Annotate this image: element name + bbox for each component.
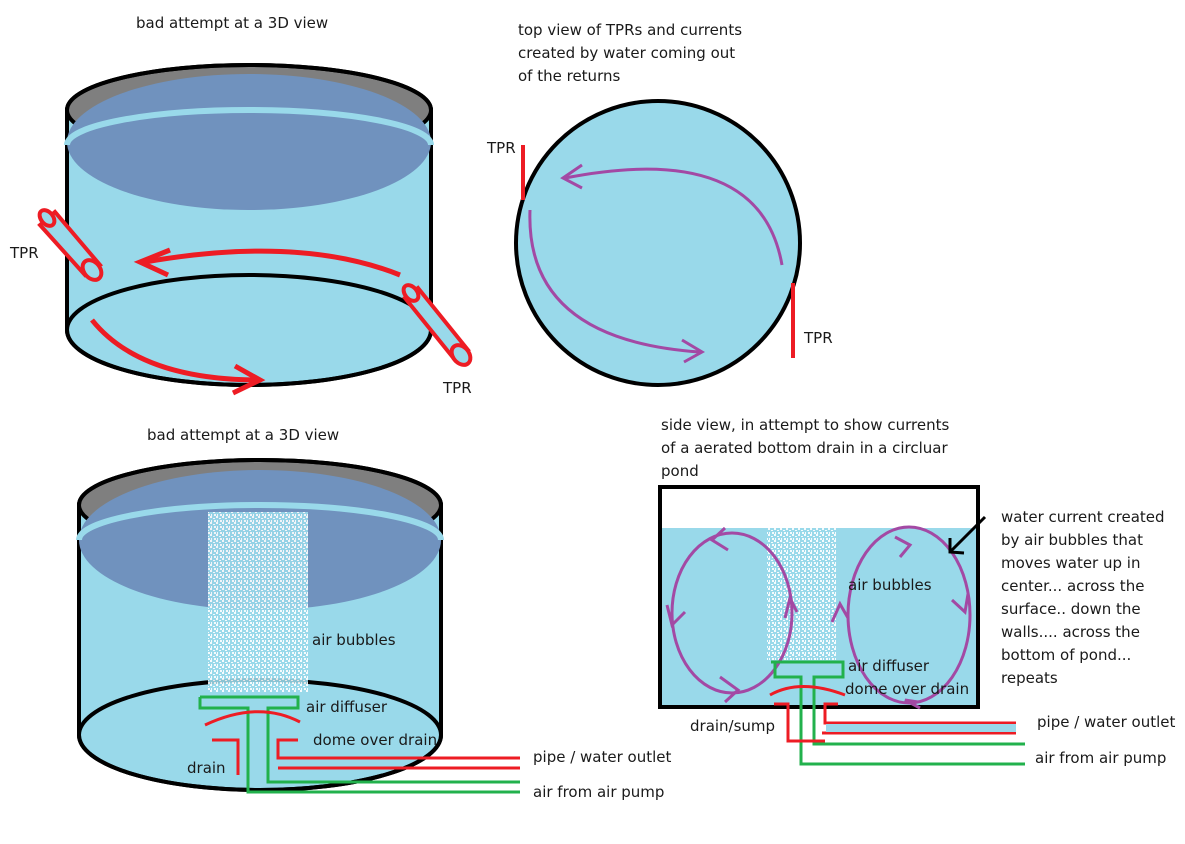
note-8: repeats	[1001, 669, 1058, 687]
label-air-diffuser: air diffuser	[306, 698, 388, 716]
side-view: side view, in attempt to show currents o…	[658, 416, 1175, 767]
label-drain: drain	[187, 759, 226, 777]
tpr-label-right: TPR	[442, 379, 472, 397]
note-6: walls.... across the	[1001, 623, 1140, 641]
label-pipe: pipe / water outlet	[533, 748, 671, 766]
diffuser-and-drain	[198, 695, 520, 794]
air-bubbles-column-side	[767, 528, 837, 660]
tpr-label-bottom: TPR	[803, 329, 833, 347]
tank-3d-drain: bad attempt at a 3D view air bubbles air…	[76, 426, 671, 801]
panel3-title: bad attempt at a 3D view	[147, 426, 339, 444]
tpr-pipe-right	[401, 283, 473, 367]
side-label-dome: dome over drain	[845, 680, 969, 698]
note-3: moves water up in	[1001, 554, 1140, 572]
current-arrows-top	[528, 163, 784, 364]
tank-3d-tpr: bad attempt at a 3D view TPR TPR	[9, 14, 473, 397]
side-title-2: of a aerated bottom drain in a circluar	[661, 439, 948, 457]
air-bubbles-column	[208, 512, 308, 692]
top-view-title-3: of the returns	[518, 67, 620, 85]
note-4: center... across the	[1001, 577, 1144, 595]
top-view-title-1: top view of TPRs and currents	[518, 21, 742, 39]
top-view-title-2: created by water coming out	[518, 44, 735, 62]
label-air: air from air pump	[533, 783, 664, 801]
label-dome: dome over drain	[313, 731, 437, 749]
side-label-air-bubbles: air bubbles	[848, 576, 932, 594]
note-7: bottom of pond...	[1001, 646, 1131, 664]
side-label-air-diffuser: air diffuser	[848, 657, 930, 675]
side-title-1: side view, in attempt to show currents	[661, 416, 949, 434]
panel1-title: bad attempt at a 3D view	[136, 14, 328, 32]
tpr-label-top: TPR	[486, 139, 516, 157]
side-diffuser-and-drain	[769, 660, 1025, 766]
current-loops	[665, 525, 972, 710]
tpr-label-left: TPR	[9, 244, 39, 262]
label-air-bubbles: air bubbles	[312, 631, 396, 649]
arrow-icon	[948, 515, 987, 555]
side-label-drain: drain/sump	[690, 717, 775, 735]
note-1: water current created	[1001, 508, 1165, 526]
note-5: surface.. down the	[1001, 600, 1141, 618]
tpr-pipe-left	[37, 208, 104, 282]
side-label-pipe: pipe / water outlet	[1037, 713, 1175, 731]
current-arrows	[90, 247, 401, 396]
side-title-3: pond	[661, 462, 699, 480]
note-2: by air bubbles that	[1001, 531, 1143, 549]
side-label-air: air from air pump	[1035, 749, 1166, 767]
top-view: top view of TPRs and currents created by…	[486, 21, 833, 387]
